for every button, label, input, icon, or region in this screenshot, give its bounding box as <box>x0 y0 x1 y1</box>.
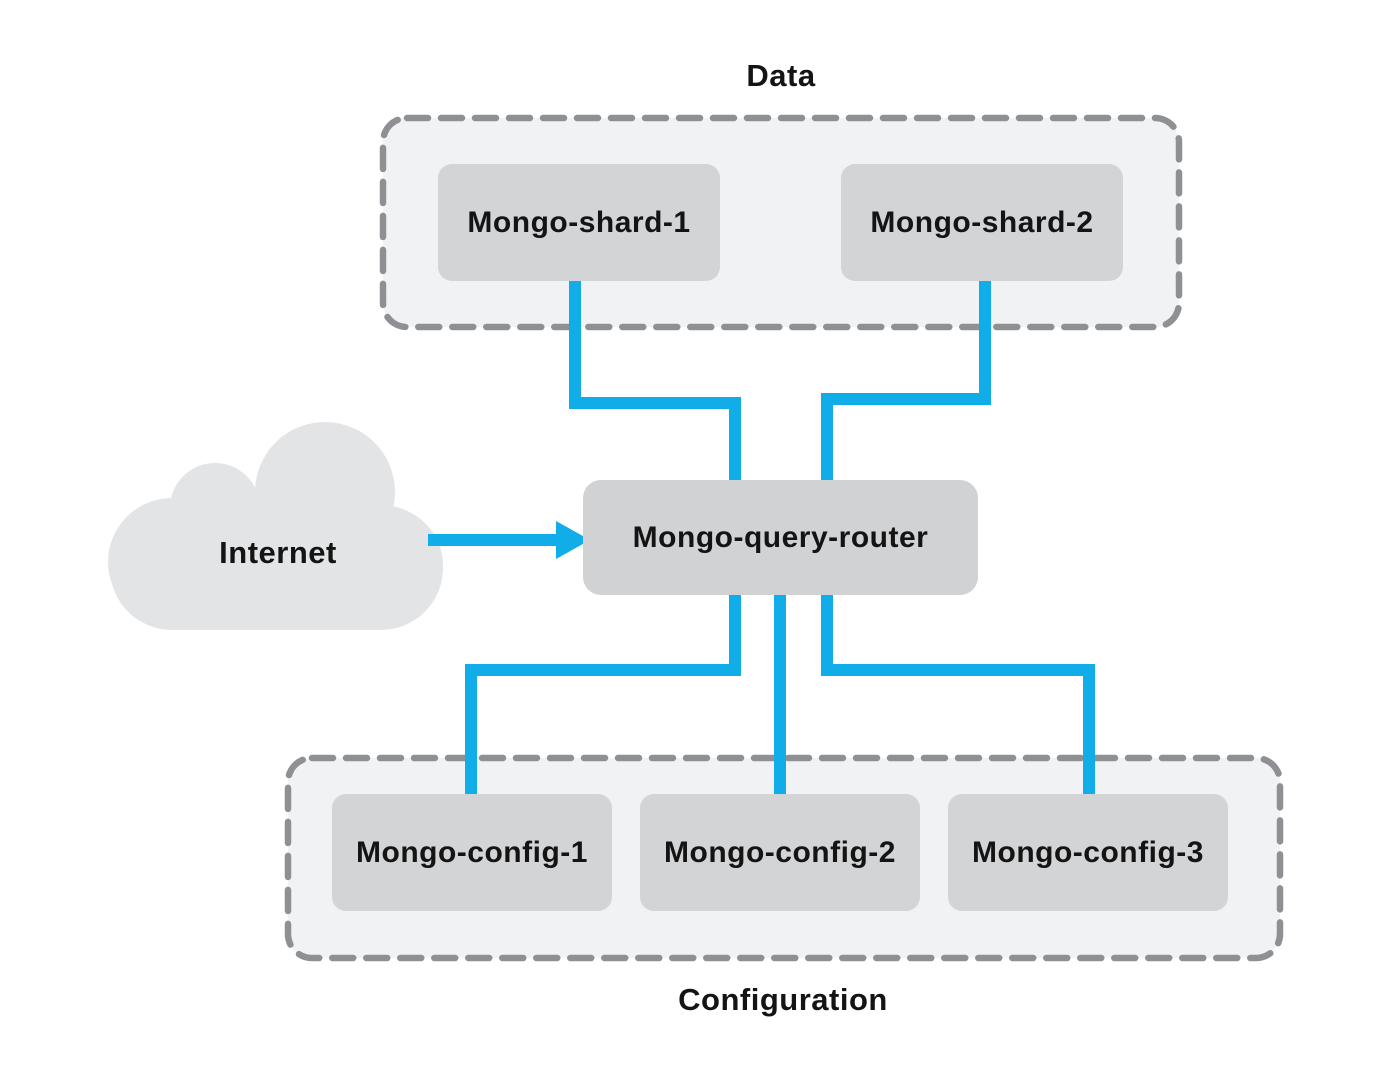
node-mongo-shard-2: Mongo-shard-2 <box>841 164 1123 281</box>
edge-internet-router <box>428 521 590 559</box>
edge-router-config1 <box>465 590 741 800</box>
node-mongo-query-router: Mongo-query-router <box>583 480 978 595</box>
arrowhead-icon <box>556 521 590 559</box>
edge-shard2-router <box>821 270 991 488</box>
node-mongo-shard-1: Mongo-shard-1 <box>438 164 720 281</box>
internet-cloud-label: Internet <box>219 535 337 570</box>
data-group-label: Data <box>746 58 816 93</box>
internet-cloud-icon <box>108 422 443 630</box>
edge-router-config3 <box>821 590 1095 800</box>
node-mongo-config-1: Mongo-config-1 <box>332 794 612 911</box>
node-mongo-config-2: Mongo-config-2 <box>640 794 920 911</box>
configuration-group-label: Configuration <box>678 982 888 1017</box>
node-mongo-config-3: Mongo-config-3 <box>948 794 1228 911</box>
edge-shard1-router <box>569 270 741 488</box>
